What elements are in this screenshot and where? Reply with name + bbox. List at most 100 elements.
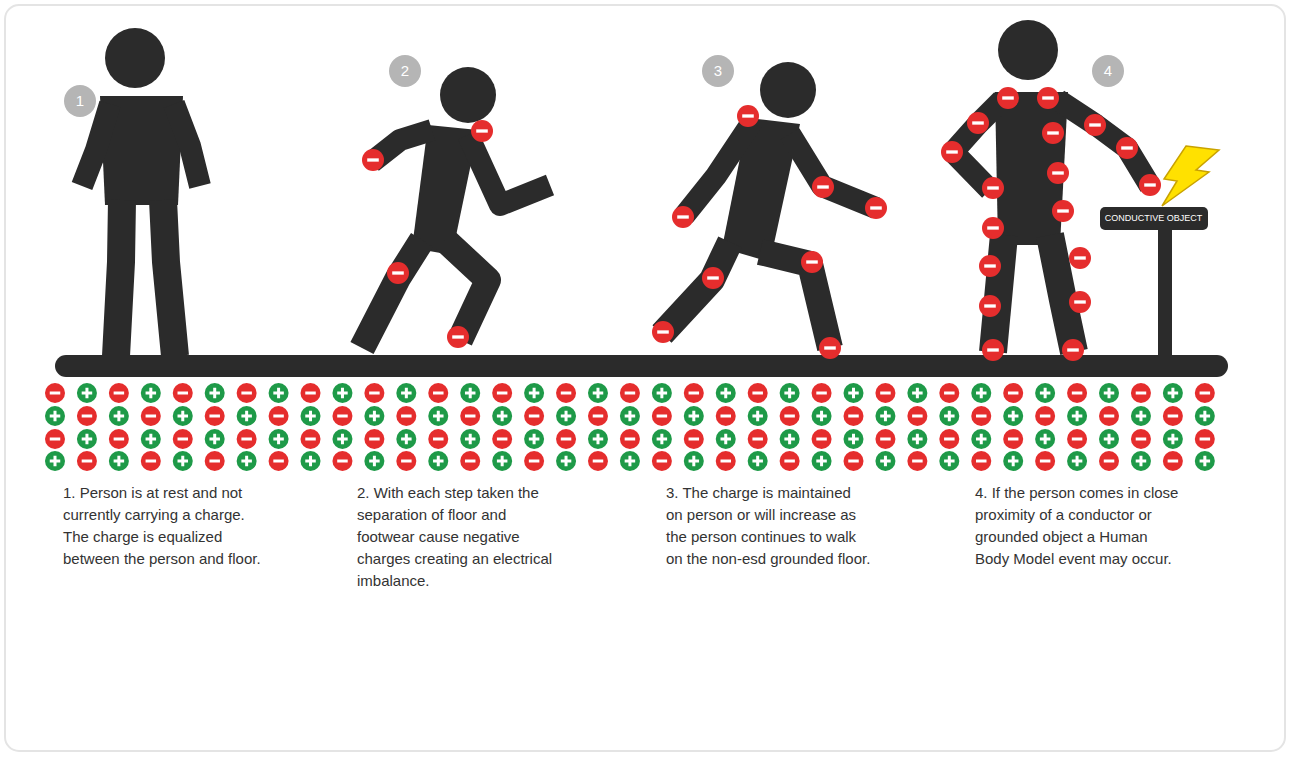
negative-charge <box>1062 339 1084 361</box>
charge-dot <box>1052 200 1074 222</box>
charge-dot <box>812 429 832 449</box>
minus-bar <box>593 460 604 463</box>
minus-bar <box>1168 415 1179 418</box>
negative-charge <box>1035 451 1055 471</box>
plus-bar <box>1108 388 1111 399</box>
negative-charge <box>301 429 321 449</box>
positive-charge <box>524 383 544 403</box>
positive-charge <box>1099 429 1119 449</box>
negative-charge <box>780 406 800 426</box>
negative-charge <box>780 451 800 471</box>
negative-charge <box>875 383 895 403</box>
plus-bar <box>501 411 504 422</box>
negative-charge <box>1163 406 1183 426</box>
charge-dot <box>332 406 352 426</box>
negative-charge <box>971 406 991 426</box>
negative-charge <box>819 337 841 359</box>
minus-bar <box>497 438 508 441</box>
step-caption: 1. Person is at rest and not currently c… <box>63 482 268 570</box>
minus-bar <box>816 392 827 395</box>
charge-dot <box>672 206 694 228</box>
positive-charge <box>332 383 352 403</box>
negative-charge <box>447 326 469 348</box>
negative-charge <box>812 383 832 403</box>
negative-charge <box>1131 429 1151 449</box>
plus-bar <box>756 456 759 467</box>
minus-bar <box>677 215 689 218</box>
plus-bar <box>373 456 376 467</box>
charge-dot <box>173 383 193 403</box>
minus-bar <box>848 460 859 463</box>
minus-bar <box>452 335 464 338</box>
charge-dot <box>716 383 736 403</box>
charge-dot <box>332 383 352 403</box>
charge-dot <box>1116 137 1138 159</box>
charge-dot <box>1163 451 1183 471</box>
plus-bar <box>820 456 823 467</box>
plus-bar <box>948 456 951 467</box>
negative-charge <box>1084 114 1106 136</box>
minus-bar <box>146 460 157 463</box>
charge-dot <box>1003 429 1023 449</box>
plus-bar <box>149 388 152 399</box>
positive-charge <box>1099 383 1119 403</box>
charge-dot <box>460 406 480 426</box>
charge-dot <box>173 429 193 449</box>
plus-bar <box>660 388 663 399</box>
minus-bar <box>1104 460 1115 463</box>
charge-dot <box>1131 383 1151 403</box>
minus-bar <box>987 226 999 229</box>
charge-dot <box>1042 122 1064 144</box>
minus-bar <box>1200 438 1211 441</box>
positive-charge <box>748 406 768 426</box>
minus-bar <box>497 392 508 395</box>
charge-dot <box>982 339 1004 361</box>
minus-bar <box>305 392 316 395</box>
negative-charge <box>737 105 759 127</box>
charge-dot <box>447 326 469 348</box>
positive-charge <box>77 429 97 449</box>
minus-bar <box>1042 96 1054 99</box>
positive-charge <box>844 429 864 449</box>
charge-dot <box>556 383 576 403</box>
minus-bar <box>114 438 125 441</box>
charge-dot <box>875 429 895 449</box>
charge-dot <box>492 429 512 449</box>
plus-bar <box>788 388 791 399</box>
negative-charge <box>1052 200 1074 222</box>
positive-charge <box>971 429 991 449</box>
positive-charge <box>684 451 704 471</box>
negative-charge <box>620 383 640 403</box>
plus-bar <box>85 434 88 445</box>
negative-charge <box>672 206 694 228</box>
positive-charge <box>556 451 576 471</box>
positive-charge <box>748 451 768 471</box>
minus-bar <box>870 206 882 209</box>
charge-dot <box>141 429 161 449</box>
charge-dot <box>492 406 512 426</box>
charge-dot <box>941 141 963 163</box>
plus-bar <box>884 411 887 422</box>
negative-charge <box>492 383 512 403</box>
negative-charge <box>205 451 225 471</box>
charge-dot <box>1047 162 1069 184</box>
negative-charge <box>1069 247 1091 269</box>
plus-bar <box>756 411 759 422</box>
negative-charge <box>524 406 544 426</box>
charge-dot <box>237 451 257 471</box>
minus-bar <box>1008 392 1019 395</box>
minus-bar <box>593 415 604 418</box>
plus-bar <box>245 411 248 422</box>
minus-bar <box>82 460 93 463</box>
charge-dot <box>652 383 672 403</box>
charge-dot <box>237 406 257 426</box>
positive-charge <box>492 406 512 426</box>
minus-bar <box>817 185 829 188</box>
negative-charge <box>428 429 448 449</box>
positive-charge <box>1195 451 1215 471</box>
positive-charge <box>907 429 927 449</box>
negative-charge <box>387 262 409 284</box>
minus-bar <box>305 438 316 441</box>
positive-charge <box>141 383 161 403</box>
negative-charge <box>141 406 161 426</box>
